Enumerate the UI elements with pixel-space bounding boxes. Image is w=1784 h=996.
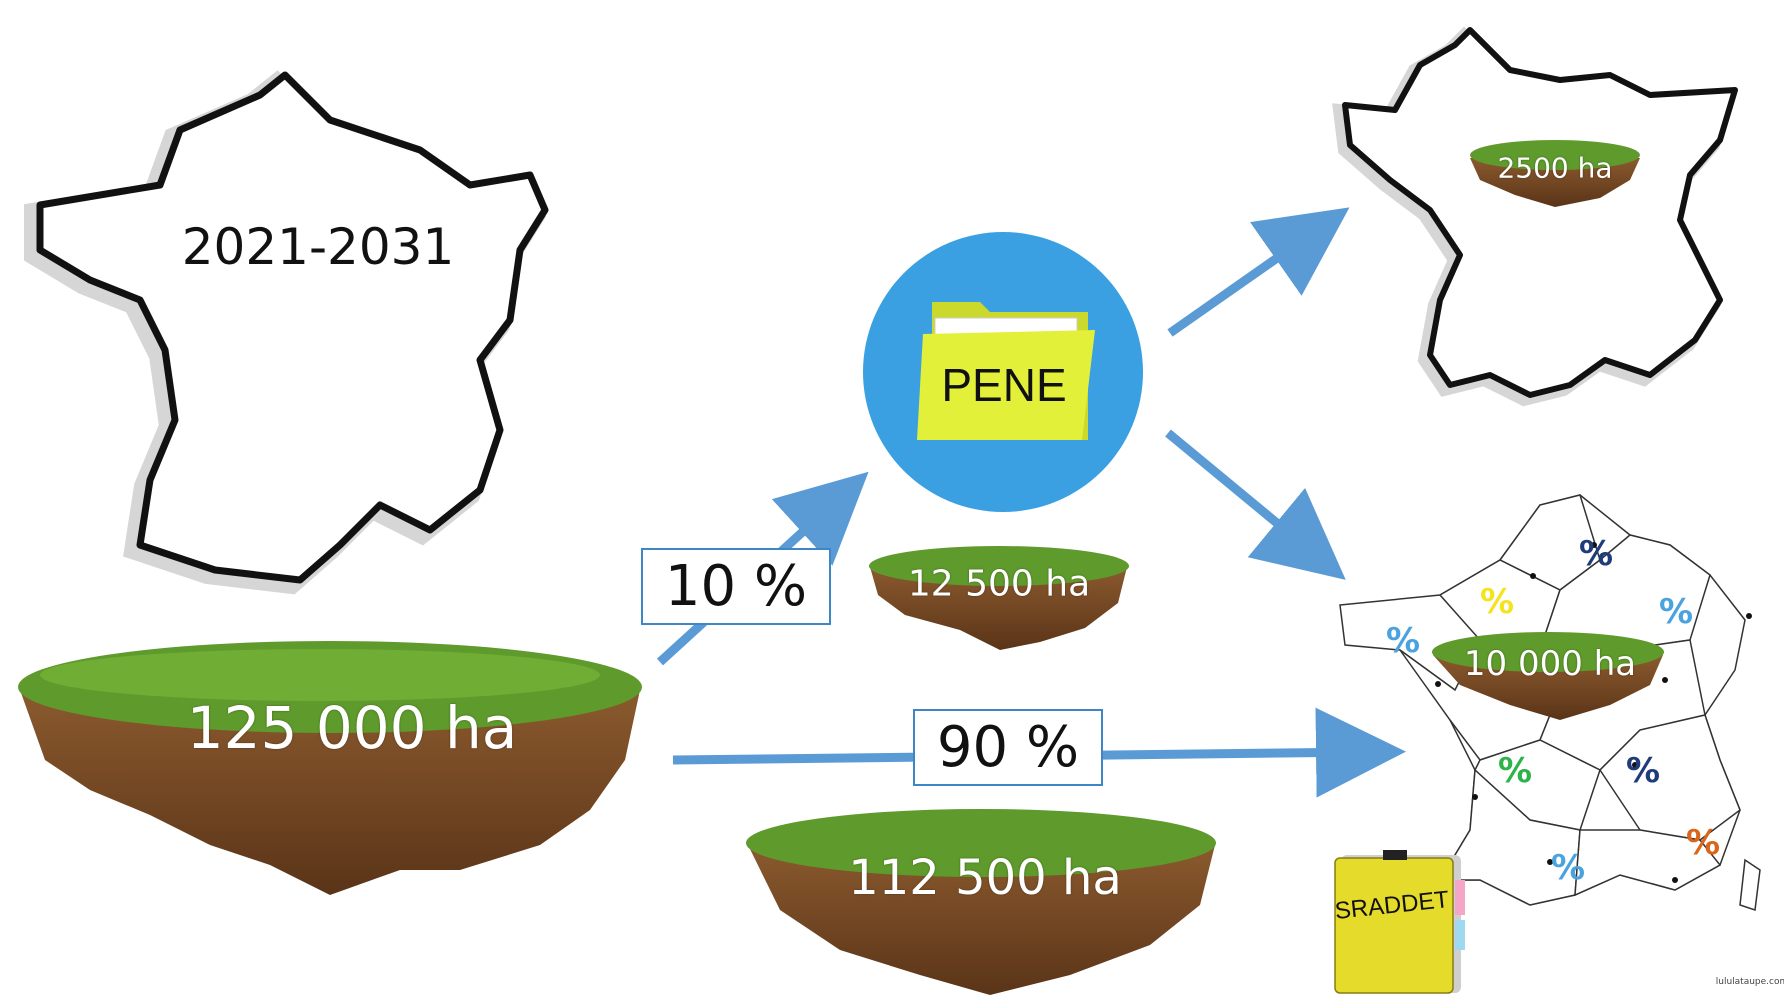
island-total bbox=[18, 641, 642, 895]
pene-folder-label: PENE bbox=[941, 359, 1067, 411]
pene-share-label: 10 % bbox=[664, 554, 808, 619]
island-national-label: 2500 ha bbox=[1497, 151, 1613, 185]
region-percent-4: % bbox=[1385, 621, 1421, 661]
period-label: 2021-2031 bbox=[181, 218, 455, 276]
island-remaining-label: 112 500 ha bbox=[848, 850, 1122, 906]
island-total-label: 125 000 ha bbox=[186, 694, 518, 762]
island-regional-label: 10 000 ha bbox=[1463, 644, 1637, 684]
island-national bbox=[1470, 140, 1640, 207]
map-city-dots bbox=[1435, 542, 1752, 883]
island-pene bbox=[869, 546, 1129, 650]
pene-share-box: 10 % bbox=[641, 548, 831, 625]
island-remaining bbox=[746, 809, 1216, 995]
region-percent-8: % bbox=[1550, 848, 1586, 888]
credit-label: lululataupe.com bbox=[1715, 977, 1784, 987]
france-outline-right bbox=[1332, 26, 1738, 407]
sraddet-binder-icon bbox=[1334, 850, 1465, 994]
island-pene-label: 12 500 ha bbox=[907, 563, 1091, 605]
region-percent-6: % bbox=[1625, 751, 1661, 791]
france-outline-left bbox=[24, 70, 549, 595]
regional-share-box: 90 % bbox=[913, 709, 1103, 786]
region-percent-5: % bbox=[1497, 751, 1533, 791]
region-percent-3: % bbox=[1658, 592, 1694, 632]
arrow-pene-to-regions bbox=[1165, 429, 1346, 580]
pene-folder-icon bbox=[917, 302, 1095, 440]
region-percent-7: % bbox=[1685, 823, 1721, 863]
regional-share-label: 90 % bbox=[936, 715, 1080, 780]
island-regional bbox=[1432, 632, 1664, 720]
region-percent-1: % bbox=[1578, 534, 1614, 574]
arrow-pene-to-national bbox=[1167, 207, 1350, 337]
region-percent-2: % bbox=[1479, 582, 1515, 622]
